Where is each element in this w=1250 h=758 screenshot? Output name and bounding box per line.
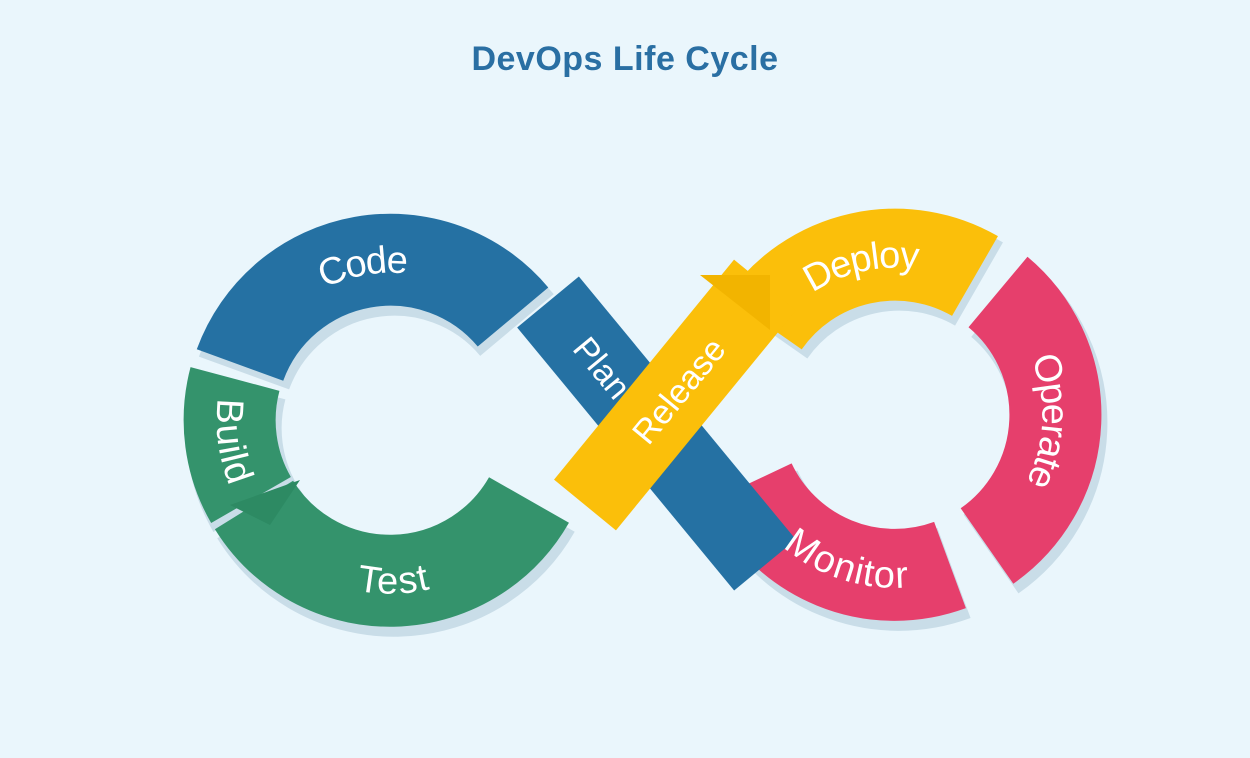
stage-test: Test [355, 557, 432, 603]
release-arrow-head [700, 275, 770, 330]
diagram-title: DevOps Life Cycle [471, 40, 779, 78]
build-arrow-head [230, 480, 300, 525]
